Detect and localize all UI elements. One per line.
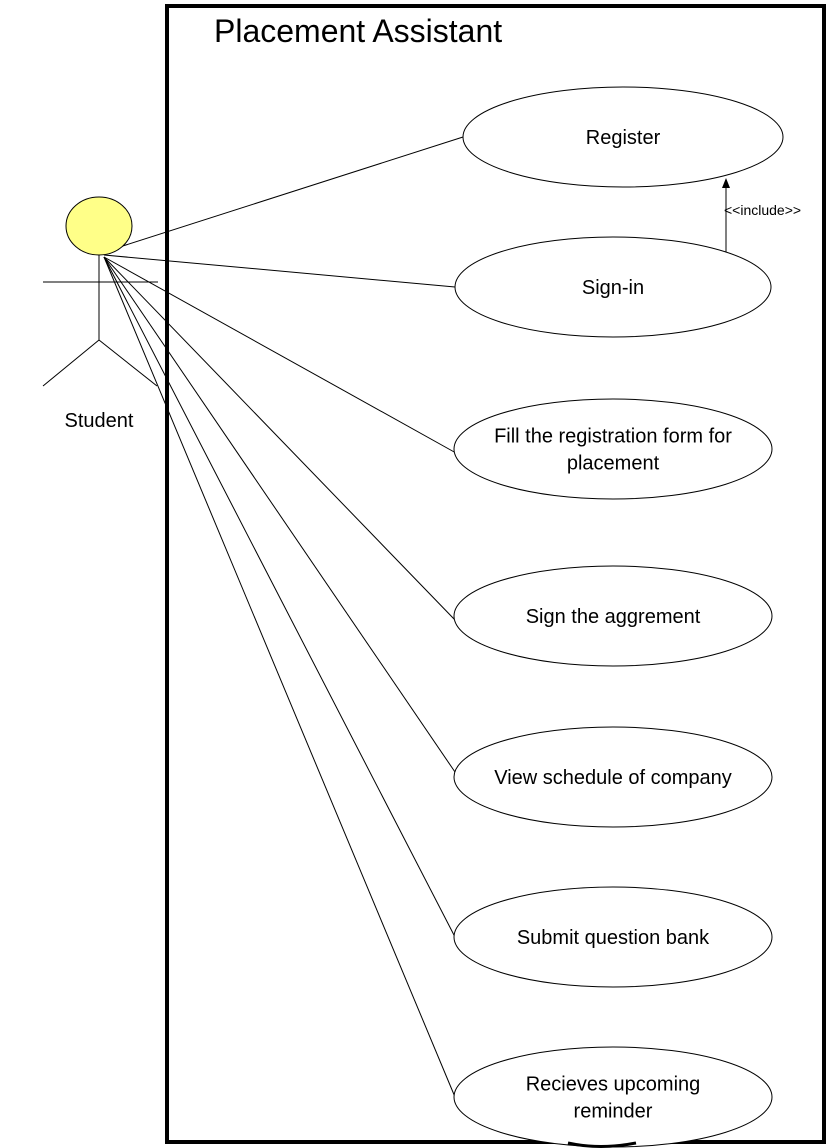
system-title: Placement Assistant [214,13,502,49]
use-case-label: View schedule of company [494,767,732,789]
association-line [103,256,457,454]
actor-head [65,196,133,256]
actor-label: Student [65,410,134,432]
actor-left-leg [42,339,100,387]
association-line [103,256,456,938]
use-case-register: Register [462,86,784,188]
association-line [103,136,464,253]
use-case-ellipse [462,86,784,188]
use-case-label: Sign the aggrement [526,606,701,628]
association-line [103,256,456,1098]
association-line [103,256,456,621]
use-case-ellipse [453,565,773,667]
include-arrowhead [722,178,730,188]
use-case-sign-agreement: Sign the aggrement [453,565,773,667]
use-case-label: Submit question bank [517,927,710,949]
use-case-label: placement [567,453,660,475]
use-case-receive-reminder: Recieves upcoming reminder [453,1046,773,1148]
association-line [103,254,456,288]
include-label: <<include>> [724,202,801,218]
use-case-label: Recieves upcoming [526,1074,701,1096]
use-case-ellipse [453,1046,773,1148]
actor-student: Student [42,196,158,432]
use-case-view-schedule: View schedule of company [453,726,773,828]
use-case-ellipse [453,726,773,828]
use-case-ellipse [453,886,773,988]
actor-right-leg [98,339,158,387]
use-case-label: Register [586,127,661,149]
use-case-label: Sign-in [582,277,644,299]
use-case-submit-question-bank: Submit question bank [453,886,773,988]
association-line [103,256,456,773]
use-case-label: reminder [574,1101,653,1123]
use-case-sign-in: Sign-in [454,236,772,338]
use-case-ellipse [453,398,773,500]
use-case-fill-registration-form: Fill the registration form for placement [453,398,773,500]
system-boundary [165,4,826,1144]
partial-ellipse-edge [567,1141,637,1148]
use-case-ellipse [454,236,772,338]
include-relation: <<include>> [722,178,801,252]
use-case-label: Fill the registration form for [494,426,732,448]
